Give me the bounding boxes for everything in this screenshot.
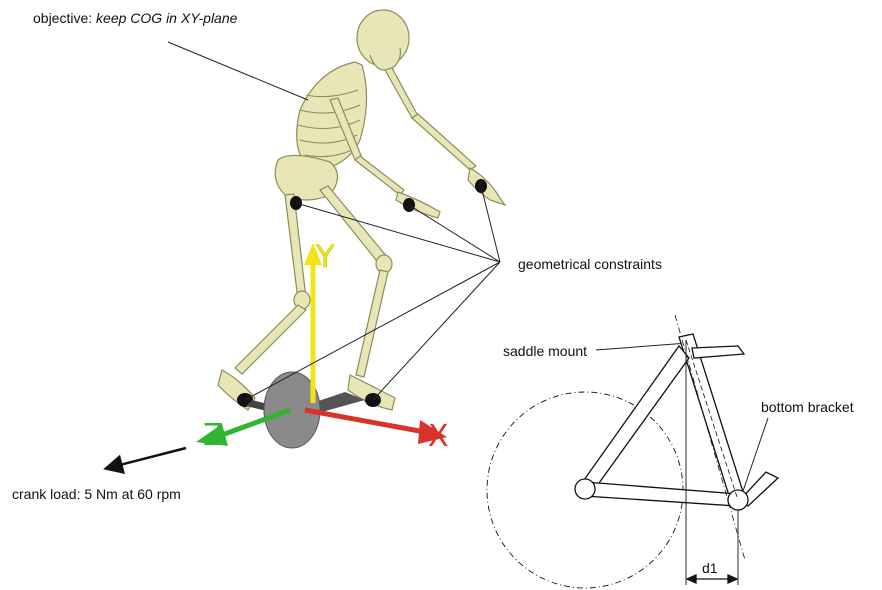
saddle-mount-label: saddle mount: [503, 343, 587, 359]
crank-load-arrow: [108, 448, 186, 468]
x-axis-line: [305, 410, 425, 432]
bottom-bracket-label: bottom bracket: [761, 399, 854, 415]
saddle: [692, 346, 744, 358]
skeleton-figure: [218, 10, 505, 410]
top-tube: [584, 346, 689, 490]
d1-label: d1: [702, 560, 718, 576]
objective-label: objective: keep COG in XY-plane: [33, 10, 237, 26]
leader-lines: [168, 42, 768, 494]
shin-left: [235, 305, 306, 374]
objective-prefix: objective:: [33, 10, 92, 26]
d1-arrow-right: [728, 575, 737, 583]
d1-arrow-left: [687, 575, 696, 583]
coordinate-axes: Y X Z: [196, 240, 449, 454]
crank-load-label: crank load: 5 Nm at 60 rpm: [12, 486, 181, 502]
objective-text: keep COG in XY-plane: [96, 10, 237, 26]
rear-axle: [575, 479, 595, 499]
geometrical-constraints-label: geometrical constraints: [518, 256, 662, 272]
hand-left: [396, 192, 440, 218]
shin-right: [356, 270, 388, 377]
x-axis-label: X: [428, 419, 449, 454]
y-axis-label: Y: [315, 240, 335, 275]
chain-stay: [584, 482, 738, 506]
arm-right: [385, 68, 418, 118]
z-axis-label: Z: [203, 418, 224, 453]
